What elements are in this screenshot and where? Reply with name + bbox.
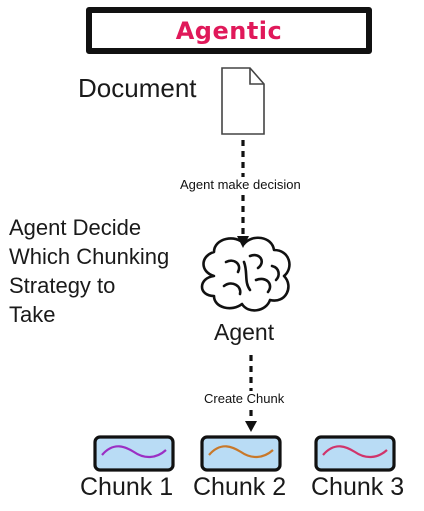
decision-edge-label: Agent make decision bbox=[178, 177, 303, 192]
chunk-1-capsule bbox=[93, 435, 175, 472]
title-box: Agentic bbox=[86, 7, 372, 54]
document-label: Document bbox=[78, 73, 197, 103]
chunk-3-label: Chunk 3 bbox=[311, 473, 405, 501]
chunk-2-wave bbox=[208, 445, 274, 459]
side-description: Agent Decide Which Chunking Strategy to … bbox=[9, 215, 170, 327]
diagram-title: Agentic bbox=[175, 16, 283, 45]
chunk-3-wave bbox=[322, 445, 388, 459]
chunk-1-wave bbox=[101, 445, 167, 459]
document-icon bbox=[221, 67, 265, 135]
chunk-3-capsule bbox=[314, 435, 396, 472]
chunk-2-capsule bbox=[200, 435, 282, 472]
chunk-1-label: Chunk 1 bbox=[80, 473, 174, 501]
arrow-document-to-agent bbox=[237, 140, 249, 248]
brain-icon bbox=[200, 236, 291, 312]
chunk-2-label: Chunk 2 bbox=[193, 473, 287, 501]
arrow-agent-to-chunks bbox=[245, 355, 257, 432]
agent-label: Agent bbox=[214, 319, 275, 345]
create-chunk-edge-label: Create Chunk bbox=[202, 391, 287, 406]
